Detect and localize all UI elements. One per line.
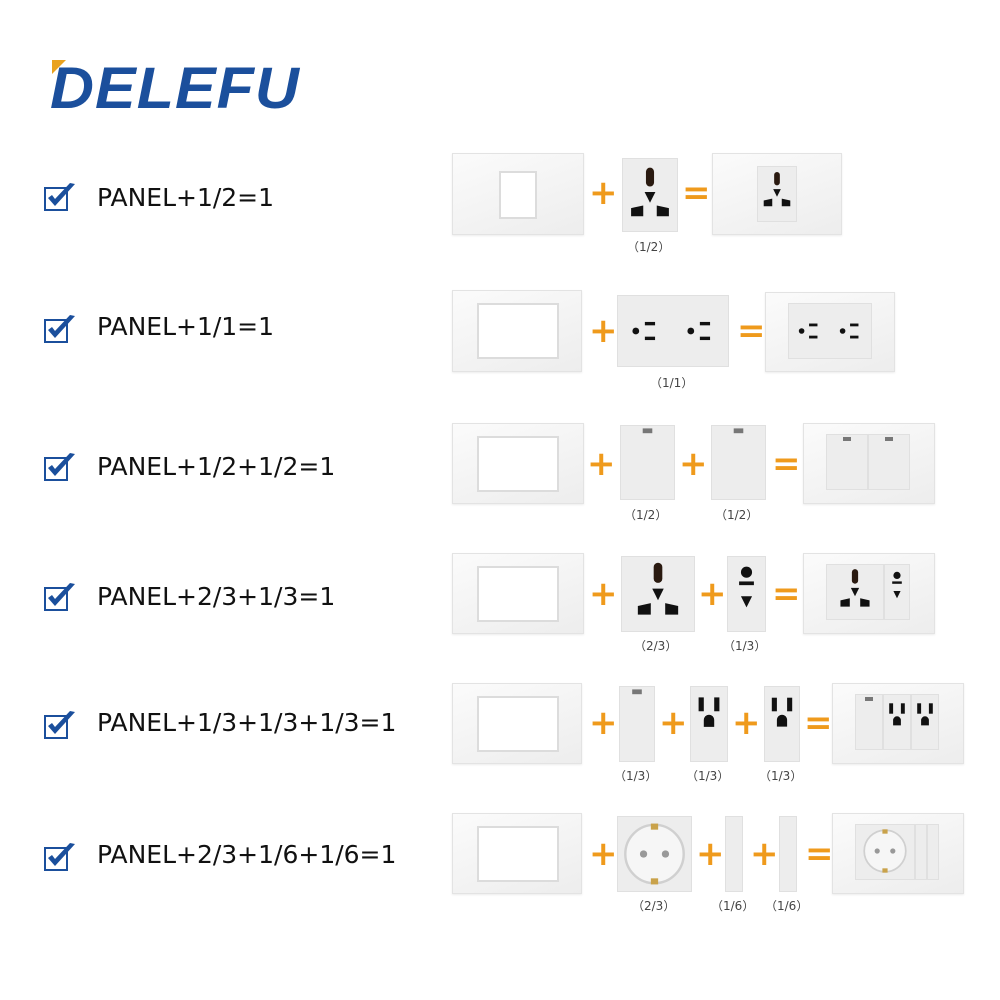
us-socket-module <box>764 686 800 762</box>
universal-socket-module <box>621 556 695 632</box>
row-label: PANEL+1/3+1/3+1/3=1 <box>97 708 397 737</box>
equals-sign: = <box>737 311 766 351</box>
switch-indicator-icon <box>712 426 765 438</box>
plus-sign: + <box>698 574 727 614</box>
module-size-caption: （1/2） <box>624 508 668 522</box>
small-socket-icon <box>728 557 765 617</box>
checkbox-icon <box>44 708 76 740</box>
module-size-caption: （1/1） <box>650 376 694 390</box>
empty-panel <box>452 553 584 634</box>
plus-sign: + <box>589 834 618 874</box>
logo-accent <box>52 60 66 74</box>
result-panel <box>765 292 895 372</box>
us-socket-icon <box>684 314 718 348</box>
module-size-caption: （1/3） <box>759 769 803 783</box>
plus-sign: + <box>679 444 708 484</box>
result-panel <box>832 683 964 764</box>
result-panel <box>832 813 964 894</box>
module-size-caption: （1/3） <box>723 639 767 653</box>
switch-indicator-icon <box>621 426 674 438</box>
module-size-caption: （1/6） <box>711 899 755 913</box>
equals-sign: = <box>772 444 801 484</box>
row-label: PANEL+1/2=1 <box>97 183 275 212</box>
module-size-caption: （1/2） <box>715 508 759 522</box>
blank-module <box>779 816 797 892</box>
plus-sign: + <box>696 834 725 874</box>
checkbox-icon <box>44 450 76 482</box>
brand-logo: DELEFU <box>50 56 300 121</box>
checkbox-icon <box>44 312 76 344</box>
checkbox-icon <box>44 580 76 612</box>
row-label: PANEL+1/2+1/2=1 <box>97 452 336 481</box>
us-socket-icon <box>629 314 663 348</box>
switch-module <box>620 425 675 500</box>
plus-sign: + <box>587 444 616 484</box>
plus-sign: + <box>589 173 618 213</box>
row-label: PANEL+1/1=1 <box>97 312 275 341</box>
module-size-caption: （1/2） <box>627 240 671 254</box>
plus-sign: + <box>659 703 688 743</box>
result-panel <box>803 553 935 634</box>
schuko-socket-module <box>617 816 692 892</box>
result-panel <box>712 153 842 235</box>
row-label: PANEL+2/3+1/6+1/6=1 <box>97 840 397 869</box>
empty-panel <box>452 153 584 235</box>
empty-panel <box>452 813 582 894</box>
empty-panel <box>452 423 584 504</box>
module-size-caption: （2/3） <box>632 899 676 913</box>
module-size-caption: （1/3） <box>614 769 658 783</box>
switch-module <box>619 686 655 762</box>
switch-module <box>711 425 766 500</box>
checkbox-icon <box>44 840 76 872</box>
universal-socket-icon <box>623 159 677 231</box>
blank-module <box>725 816 743 892</box>
universal-socket-module <box>622 158 678 232</box>
universal-socket-icon <box>758 167 796 217</box>
equals-sign: = <box>804 703 833 743</box>
equals-sign: = <box>805 834 834 874</box>
plus-sign: + <box>750 834 779 874</box>
schuko-socket-icon <box>618 817 691 891</box>
plus-sign: + <box>732 703 761 743</box>
plus-sign: + <box>589 311 618 351</box>
row-label: PANEL+2/3+1/3=1 <box>97 582 336 611</box>
module-size-caption: （2/3） <box>634 639 678 653</box>
us-socket-icon <box>691 687 727 739</box>
duplex-socket-module <box>617 295 729 367</box>
empty-panel <box>452 290 582 372</box>
plus-sign: + <box>589 574 618 614</box>
module-size-caption: （1/6） <box>765 899 809 913</box>
module-size-caption: （1/3） <box>686 769 730 783</box>
plus-sign: + <box>589 703 618 743</box>
us-socket-icon <box>765 687 799 739</box>
empty-panel <box>452 683 582 764</box>
switch-indicator-icon <box>620 687 654 699</box>
small-socket-module <box>727 556 766 632</box>
us-socket-module <box>690 686 728 762</box>
equals-sign: = <box>682 173 711 213</box>
result-panel <box>803 423 935 504</box>
universal-socket-icon <box>622 557 694 629</box>
equals-sign: = <box>772 574 801 614</box>
checkbox-icon <box>44 180 76 212</box>
